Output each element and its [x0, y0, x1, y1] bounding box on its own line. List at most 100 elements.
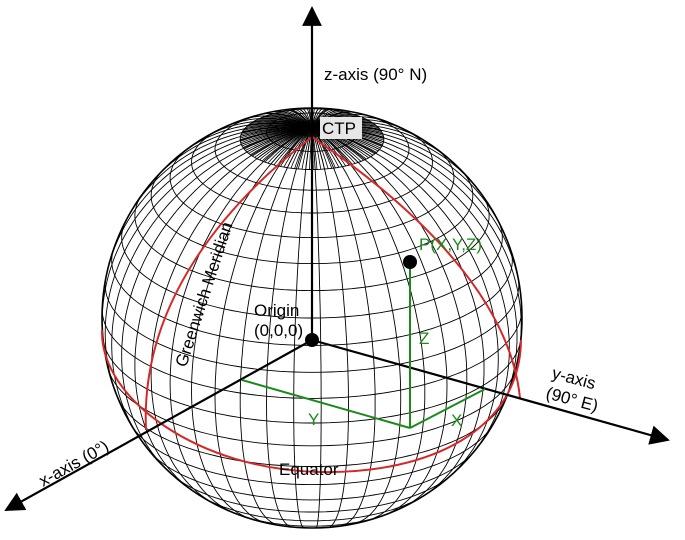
graticule-line [273, 127, 313, 166]
graticule-line [196, 247, 513, 346]
graticule-line [311, 109, 334, 128]
graticule-line [283, 127, 313, 168]
graticule-line [202, 219, 503, 319]
equator-label: Equator [279, 460, 339, 479]
graticule-line [301, 127, 313, 170]
graticule-line [111, 247, 198, 331]
graticule-line [191, 127, 313, 521]
y-axis-line [311, 338, 670, 445]
graticule-line [234, 494, 426, 522]
point-p-label: P(X,Y,Z) [419, 235, 482, 254]
graticule-line [287, 127, 313, 168]
graticule-line [311, 111, 344, 129]
graticule-line [150, 127, 313, 508]
graticule-line [169, 127, 313, 515]
graticule-line [311, 127, 499, 485]
graticule-line [311, 127, 510, 459]
origin-point [305, 333, 319, 347]
graticule-line [134, 193, 211, 278]
east-meridian-line [311, 136, 521, 399]
point-p [403, 255, 417, 269]
graticule-line [219, 168, 474, 265]
graticule-line [150, 168, 220, 252]
x-axis-line [4, 339, 313, 511]
graticule-line [294, 127, 313, 169]
graticule-line [266, 127, 313, 528]
graticule-line [311, 127, 343, 167]
graticule-line [295, 109, 313, 128]
graticule-line [311, 127, 522, 305]
graticule-line [297, 127, 313, 169]
graticule-line [285, 110, 313, 128]
graticule-line [302, 108, 313, 128]
graticule-line [299, 108, 313, 128]
graticule-line [121, 219, 203, 304]
graticule-line [311, 127, 468, 510]
graticule-line [292, 109, 313, 128]
graticule-line [311, 109, 326, 128]
graticule-line [261, 127, 313, 162]
graticule-line [288, 110, 313, 128]
graticule-line [191, 126, 244, 205]
graticule-line [311, 127, 347, 167]
graticule-line [198, 395, 508, 467]
graticule-line [102, 127, 313, 347]
graticule-line [311, 110, 341, 128]
z-component-label: Z [419, 329, 429, 348]
graticule-line [223, 473, 453, 513]
graticule-line [311, 127, 325, 170]
graticule-line [311, 127, 402, 525]
graticule-line [311, 127, 359, 163]
graticule-line [311, 127, 518, 422]
graticule-line [242, 126, 433, 214]
graticule-line [193, 277, 520, 373]
ctp-label: CTP [322, 119, 356, 138]
graticule-line [311, 127, 329, 169]
graticule-line [276, 127, 313, 166]
graticule-line [278, 112, 313, 129]
graticule-line [311, 109, 330, 128]
graticule-line [264, 127, 313, 163]
graticule-line [205, 423, 494, 486]
ctp-label-bg [320, 117, 362, 139]
graticule-line [121, 127, 313, 477]
y-component-line [241, 379, 411, 429]
graticule-line [230, 146, 455, 239]
graticule-line [111, 127, 313, 449]
x-component-line [409, 388, 486, 429]
graticule-line [311, 127, 353, 165]
equator-line [100, 329, 522, 474]
graticule-line [191, 339, 522, 424]
x-axis-label: x-axis (0°) [36, 437, 112, 491]
y-component-label: Y [308, 410, 319, 429]
graticule-line [311, 127, 340, 168]
graticule-line [214, 127, 313, 524]
graticule-line [210, 193, 490, 292]
graticule-line [311, 127, 322, 170]
origin-label-line1: Origin [254, 301, 299, 320]
graticule-line [311, 127, 333, 169]
graticule-line [102, 308, 192, 383]
graticule-line [102, 339, 193, 408]
graticule-line [311, 108, 323, 128]
graticule-line [311, 127, 485, 501]
graticule-line [311, 127, 448, 518]
graticule-line [169, 146, 231, 228]
graticule-line [213, 450, 475, 501]
graticule-line [311, 127, 322, 528]
greenwich-meridian-line [144, 136, 313, 431]
graticule-line [311, 127, 376, 527]
graticule-line [130, 423, 206, 471]
graticule-line [271, 113, 313, 129]
z-axis-label: z-axis (90° N) [324, 65, 427, 84]
x-component-label: X [451, 411, 462, 430]
graticule-line [311, 127, 349, 528]
graticule-line [116, 395, 199, 452]
graticule-line [267, 127, 313, 164]
graticule-line [256, 110, 410, 191]
graticule-line [311, 110, 337, 128]
origin-label-line2: (0,0,0) [254, 321, 303, 340]
graticule-line [311, 127, 426, 522]
